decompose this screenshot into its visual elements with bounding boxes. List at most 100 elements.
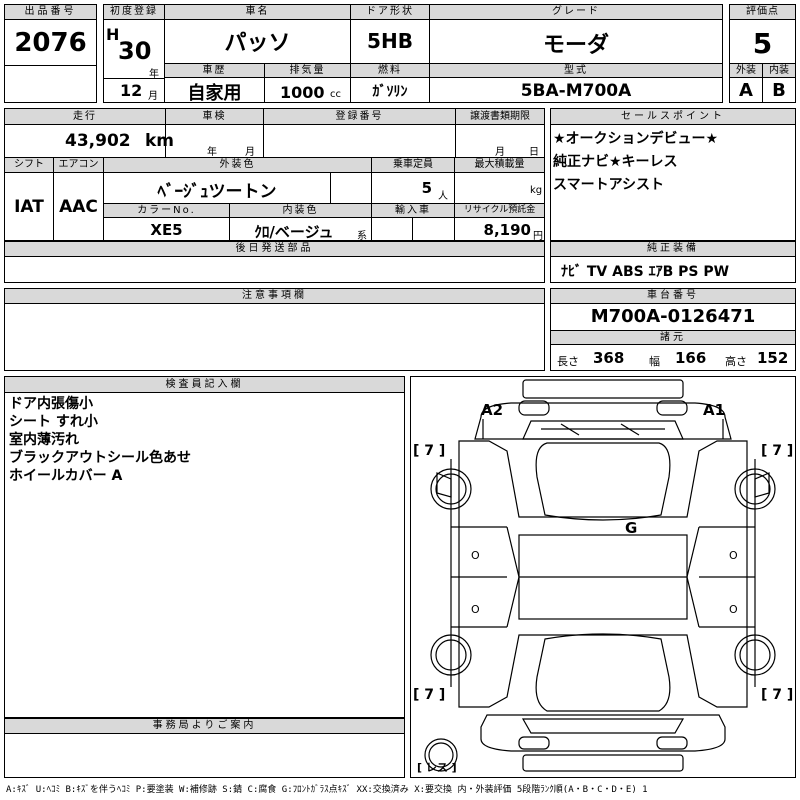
- vehicle-info-box: 初度登録 H 30 年 12 月 車名 パッソ 車歴 自家用 排気量 1000 …: [103, 4, 723, 104]
- inspector-line-3: 室内薄汚れ: [9, 432, 79, 448]
- first-reg-label: 初度登録: [104, 5, 164, 19]
- sales-points-label: セールスポイント: [551, 109, 795, 124]
- specs-label: 諸元: [551, 331, 795, 344]
- history-label: 車歴: [165, 64, 264, 77]
- ext-color-label: 外装色: [104, 158, 371, 172]
- color-no-value: XE5: [150, 221, 183, 239]
- max-load-unit: kg: [530, 185, 543, 196]
- color-no-label: カラーNo.: [104, 204, 229, 217]
- svg-text:O: O: [729, 549, 738, 562]
- inspector-line-2: シート すれ小: [9, 414, 98, 430]
- first-reg-month-unit: 月: [148, 91, 158, 102]
- first-reg-month: 12: [120, 81, 143, 100]
- inspection-month-unit: 月: [245, 147, 255, 158]
- int-color-label: 内装色: [230, 204, 371, 217]
- lot-label: 出品番号: [5, 5, 96, 19]
- exterior-score: A: [739, 80, 753, 101]
- ac-label: エアコン: [54, 158, 103, 172]
- shift-value: IAT: [14, 197, 44, 217]
- later-parts-label: 後日発送部品: [5, 242, 544, 256]
- windshield-outline: [522, 420, 684, 440]
- int-color-value: ｸﾛ/ベージュ: [254, 223, 334, 241]
- roof-outline: [535, 442, 671, 521]
- transfer-label: 譲渡書類期限: [456, 109, 544, 124]
- inspector-line-4: ブラックアウトシール色あせ: [9, 450, 191, 466]
- height-value: 152: [757, 349, 789, 367]
- recycle-unit: 円: [533, 231, 543, 242]
- inspector-line-1: ドア内張傷小: [9, 396, 93, 412]
- length-value: 368: [593, 349, 625, 367]
- recycle-value: 8,190: [483, 221, 531, 239]
- front-bumper-outline: [522, 379, 684, 399]
- wheel-rear-right: [734, 634, 776, 676]
- inspector-box: 検査員記入欄 ドア内張傷小 シート すれ小 室内薄汚れ ブラックアウトシール色あ…: [4, 376, 405, 718]
- registration-label: 登録番号: [264, 109, 455, 124]
- inspector-line-5: ホイールカバー A: [9, 468, 123, 484]
- sales-point-1: ★オークションデビュー★: [553, 131, 719, 147]
- notes-box: 注意事項欄: [4, 288, 545, 371]
- later-parts-box: 後日発送部品: [4, 241, 545, 283]
- damage-a1: A1: [703, 401, 725, 419]
- ext-color-value: ﾍﾞｰｼﾞｭツートン: [157, 182, 277, 202]
- car-diagram: O O O O A2 A1 G [ 7 ] [ 7 ] [ 7 ] [ 7 ] …: [413, 379, 793, 774]
- car-name: パッソ: [224, 31, 291, 56]
- transfer-day-unit: 日: [529, 147, 539, 158]
- chassis-label: 車台番号: [551, 289, 795, 303]
- inspection-year-unit: 年: [207, 147, 217, 158]
- details-box: 走行 車検 登録番号 譲渡書類期限 43,902 km 年 月 月 日 シフト …: [4, 108, 545, 242]
- max-load-label: 最大積載量: [455, 158, 544, 172]
- spare-tire: [424, 738, 458, 772]
- displacement-label: 排気量: [265, 64, 350, 77]
- tire-depth-rear-right: [ 7 ]: [761, 687, 793, 703]
- sales-point-3: スマートアシスト: [553, 177, 665, 193]
- shift-label: シフト: [5, 158, 53, 172]
- exterior-label: 外装: [730, 64, 762, 77]
- wheel-rear-left: [430, 634, 472, 676]
- office-label: 事務局よりご案内: [5, 719, 404, 733]
- mileage-unit: km: [145, 131, 175, 151]
- body-outline: [458, 440, 748, 708]
- width-value: 166: [675, 349, 707, 367]
- wheel-front-right: [734, 468, 776, 510]
- first-reg-year: 30: [118, 37, 152, 65]
- transfer-month-unit: 月: [495, 147, 505, 158]
- import-label: 輸入車: [372, 204, 454, 217]
- doors-label: ドア形状: [351, 5, 429, 19]
- tire-depth-front-left: [ 7 ]: [413, 443, 445, 459]
- score-value: 5: [752, 27, 773, 60]
- inspector-label: 検査員記入欄: [5, 377, 404, 392]
- interior-label: 内装: [763, 64, 795, 77]
- interior-score: B: [772, 80, 786, 101]
- score-label: 評価点: [730, 5, 795, 19]
- height-label: 高さ: [725, 355, 747, 368]
- office-box: 事務局よりご案内: [4, 718, 405, 778]
- score-box: 評価点 5 外装 内装 A B: [729, 4, 796, 103]
- fuel-label: 燃料: [351, 64, 429, 77]
- sales-points-box: セールスポイント ★オークションデビュー★ 純正ナビ★キーレス スマートアシスト: [550, 108, 796, 241]
- rear-bumper-outline: [522, 754, 684, 772]
- displacement-value: 1000: [280, 83, 325, 102]
- displacement-unit: cc: [330, 89, 341, 100]
- grade-label: グレード: [430, 5, 722, 19]
- capacity-label: 乗車定員: [372, 158, 454, 172]
- notes-label: 注意事項欄: [5, 289, 544, 303]
- width-label: 幅: [649, 355, 660, 368]
- model-label: 型式: [430, 64, 722, 77]
- svg-text:O: O: [729, 603, 738, 616]
- svg-text:O: O: [471, 603, 480, 616]
- equipment-box: 純正装備 ﾅﾋﾞ TV ABS ｴｱB PS PW: [550, 241, 796, 283]
- grade-value: モーダ: [542, 33, 609, 58]
- spare-tire-label: [ レス ]: [417, 761, 457, 774]
- equipment-value: ﾅﾋﾞ TV ABS ｴｱB PS PW: [561, 264, 730, 280]
- sales-point-2: 純正ナビ★キーレス: [553, 154, 678, 170]
- fuel-value: ｶﾞｿﾘﾝ: [372, 84, 408, 100]
- first-reg-era: H: [106, 25, 120, 44]
- mileage-label: 走行: [5, 109, 165, 124]
- doors-value: 5HB: [367, 29, 413, 53]
- capacity-value: 5: [421, 179, 432, 197]
- first-reg-year-unit: 年: [149, 69, 159, 80]
- mileage-value: 43,902: [65, 131, 131, 151]
- wheel-front-left: [430, 468, 472, 510]
- ac-value: AAC: [59, 197, 98, 217]
- damage-g: G: [625, 519, 637, 537]
